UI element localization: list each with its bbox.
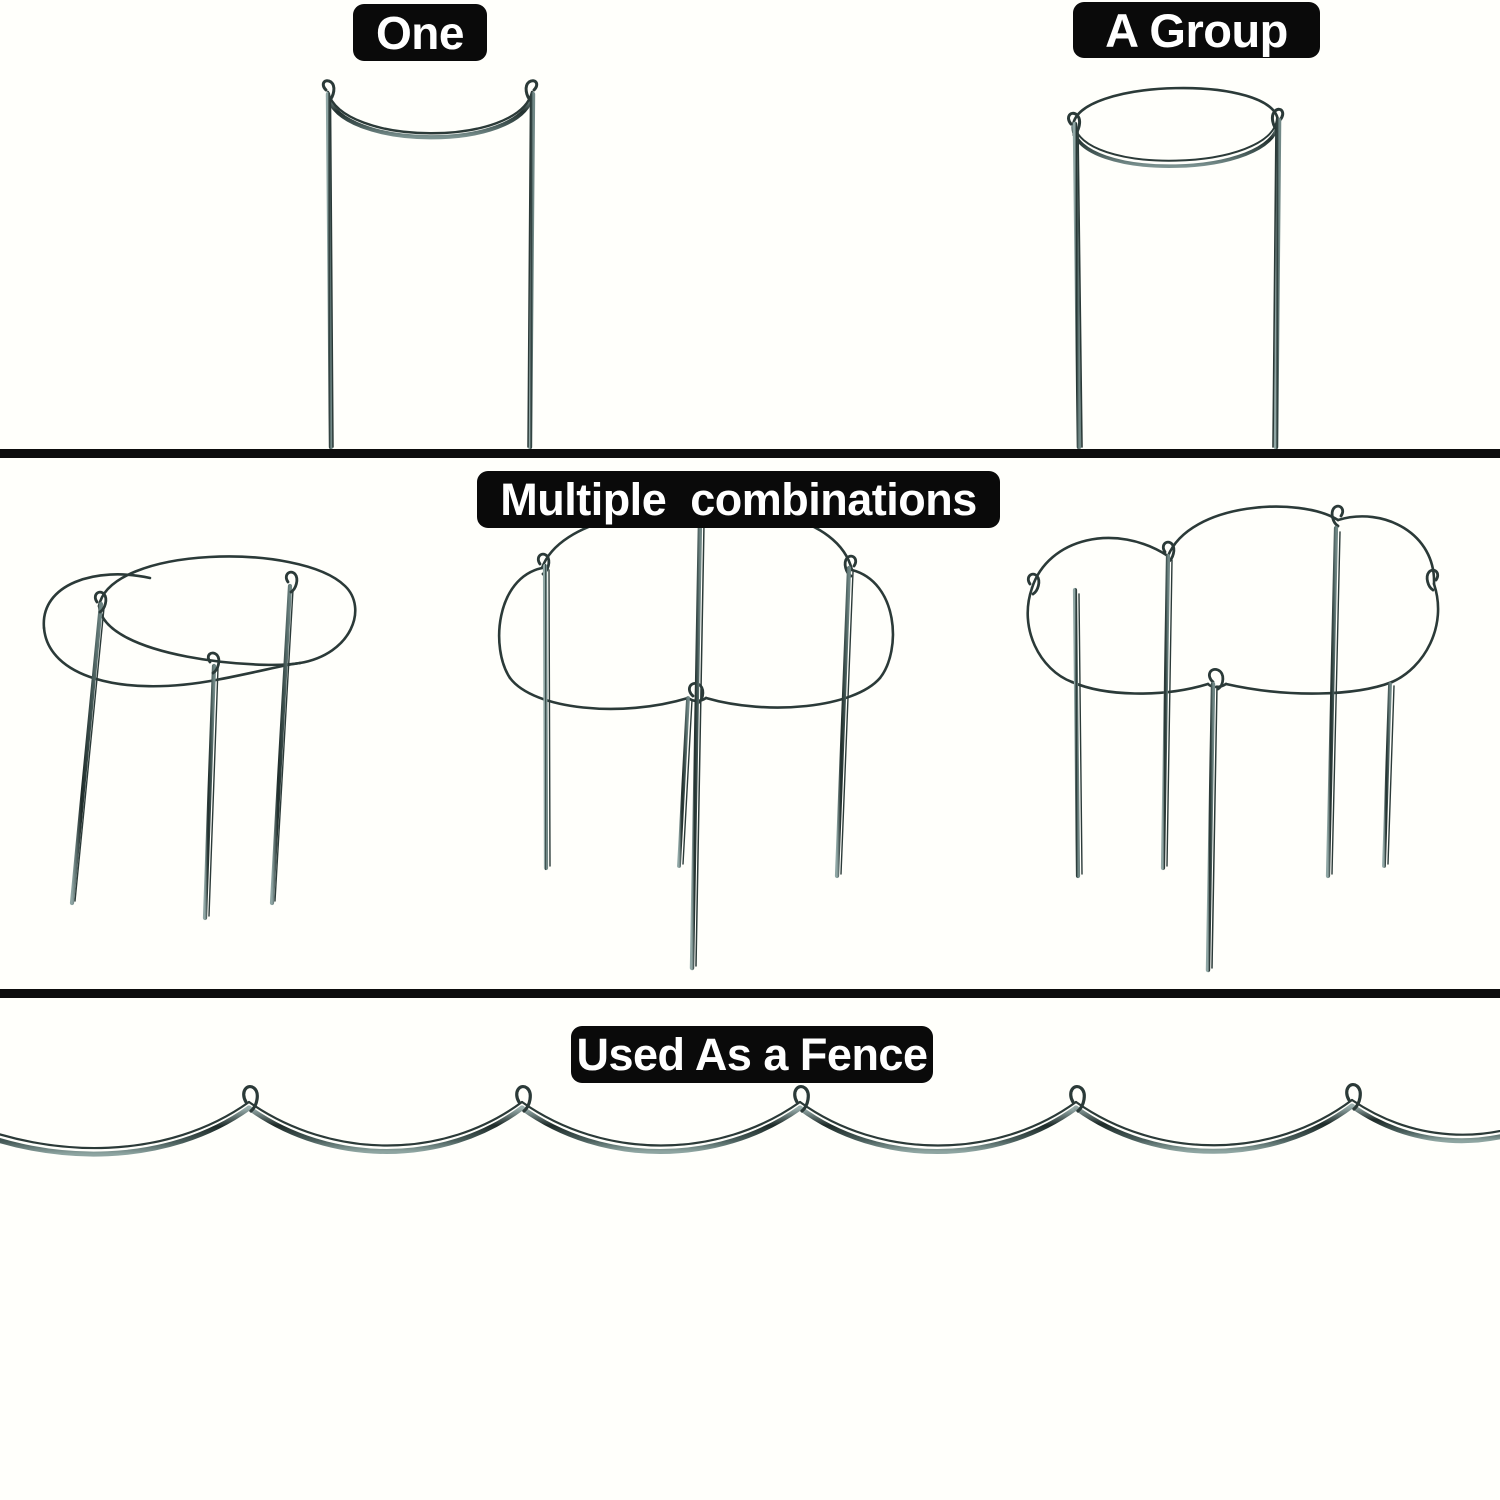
fence-arc-span xyxy=(0,1098,1500,1157)
label-one: One xyxy=(353,4,487,61)
hoop-stake-single xyxy=(321,79,539,450)
label-a-group: A Group xyxy=(1073,2,1320,58)
panel-multiple-illustration xyxy=(42,504,1440,973)
combination-three-hoops xyxy=(497,504,895,971)
combination-two-hoops xyxy=(42,555,357,921)
hoop-stake-group xyxy=(1067,86,1285,450)
fence-posts xyxy=(242,1083,1362,1500)
section-divider-top xyxy=(0,449,1500,458)
panel-fence-illustration xyxy=(0,1083,1500,1500)
panel-one-group-illustration xyxy=(321,79,1285,450)
panel-multiple-combinations xyxy=(0,458,1500,993)
combination-four-hoops xyxy=(1026,504,1440,973)
section-divider-bottom xyxy=(0,989,1500,998)
panel-one-and-group xyxy=(0,0,1500,453)
label-used-as-a-fence: Used As a Fence xyxy=(571,1026,933,1083)
label-multiple-combinations: Multiple combinations xyxy=(477,471,1000,528)
